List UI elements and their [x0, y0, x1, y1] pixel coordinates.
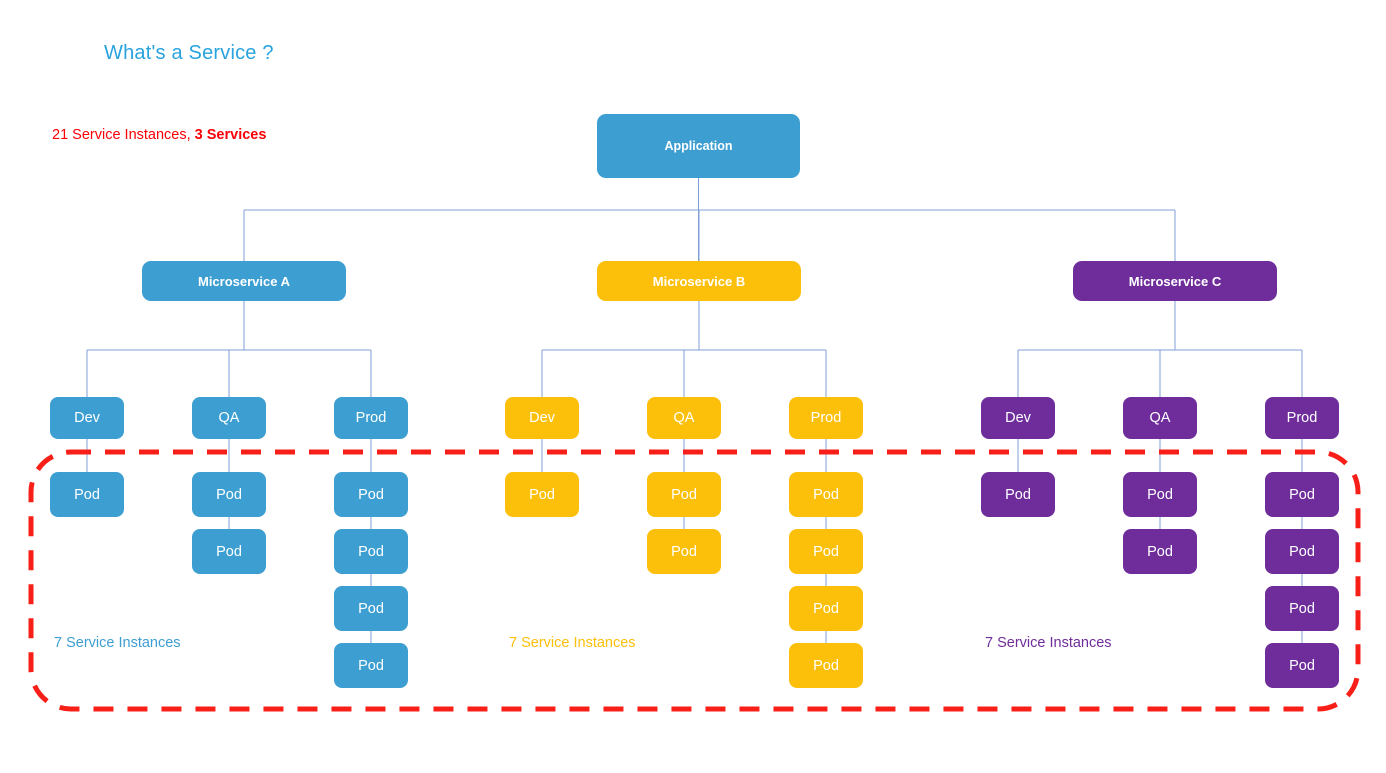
- node-pod-c-prod-2[interactable]: Pod: [1265, 529, 1339, 574]
- node-pod-c-qa-2[interactable]: Pod: [1123, 529, 1197, 574]
- summary-services-text: 3 Services: [194, 127, 267, 143]
- node-application[interactable]: Application: [597, 114, 800, 178]
- node-pod-a-prod-4[interactable]: Pod: [334, 643, 408, 688]
- node-microservice-a[interactable]: Microservice A: [142, 261, 346, 301]
- node-pod-b-prod-2[interactable]: Pod: [789, 529, 863, 574]
- node-pod-a-prod-2[interactable]: Pod: [334, 529, 408, 574]
- node-pod-b-prod-1[interactable]: Pod: [789, 472, 863, 517]
- node-pod-c-qa-1[interactable]: Pod: [1123, 472, 1197, 517]
- node-pod-b-prod-3[interactable]: Pod: [789, 586, 863, 631]
- node-pod-a-dev-1[interactable]: Pod: [50, 472, 124, 517]
- node-pod-b-dev-1[interactable]: Pod: [505, 472, 579, 517]
- node-pod-b-qa-1[interactable]: Pod: [647, 472, 721, 517]
- summary-caption: 21 Service Instances, 3 Services: [52, 127, 266, 143]
- node-pod-a-qa-2[interactable]: Pod: [192, 529, 266, 574]
- node-pod-b-prod-4[interactable]: Pod: [789, 643, 863, 688]
- node-pod-a-prod-3[interactable]: Pod: [334, 586, 408, 631]
- node-env-prod-a[interactable]: Prod: [334, 397, 408, 439]
- summary-instances-text: 21 Service Instances,: [52, 127, 195, 143]
- node-env-qa-a[interactable]: QA: [192, 397, 266, 439]
- node-microservice-c[interactable]: Microservice C: [1073, 261, 1277, 301]
- node-pod-c-prod-3[interactable]: Pod: [1265, 586, 1339, 631]
- node-pod-a-prod-1[interactable]: Pod: [334, 472, 408, 517]
- node-env-dev-a[interactable]: Dev: [50, 397, 124, 439]
- page-title: What's a Service ?: [104, 42, 274, 64]
- node-env-dev-b[interactable]: Dev: [505, 397, 579, 439]
- node-pod-c-prod-1[interactable]: Pod: [1265, 472, 1339, 517]
- group-caption-c: 7 Service Instances: [985, 635, 1112, 651]
- node-pod-b-qa-2[interactable]: Pod: [647, 529, 721, 574]
- node-pod-a-qa-1[interactable]: Pod: [192, 472, 266, 517]
- node-env-prod-c[interactable]: Prod: [1265, 397, 1339, 439]
- group-caption-a: 7 Service Instances: [54, 635, 181, 651]
- node-pod-c-prod-4[interactable]: Pod: [1265, 643, 1339, 688]
- node-env-prod-b[interactable]: Prod: [789, 397, 863, 439]
- node-env-qa-c[interactable]: QA: [1123, 397, 1197, 439]
- group-caption-b: 7 Service Instances: [509, 635, 636, 651]
- node-env-dev-c[interactable]: Dev: [981, 397, 1055, 439]
- node-env-qa-b[interactable]: QA: [647, 397, 721, 439]
- node-microservice-b[interactable]: Microservice B: [597, 261, 801, 301]
- node-pod-c-dev-1[interactable]: Pod: [981, 472, 1055, 517]
